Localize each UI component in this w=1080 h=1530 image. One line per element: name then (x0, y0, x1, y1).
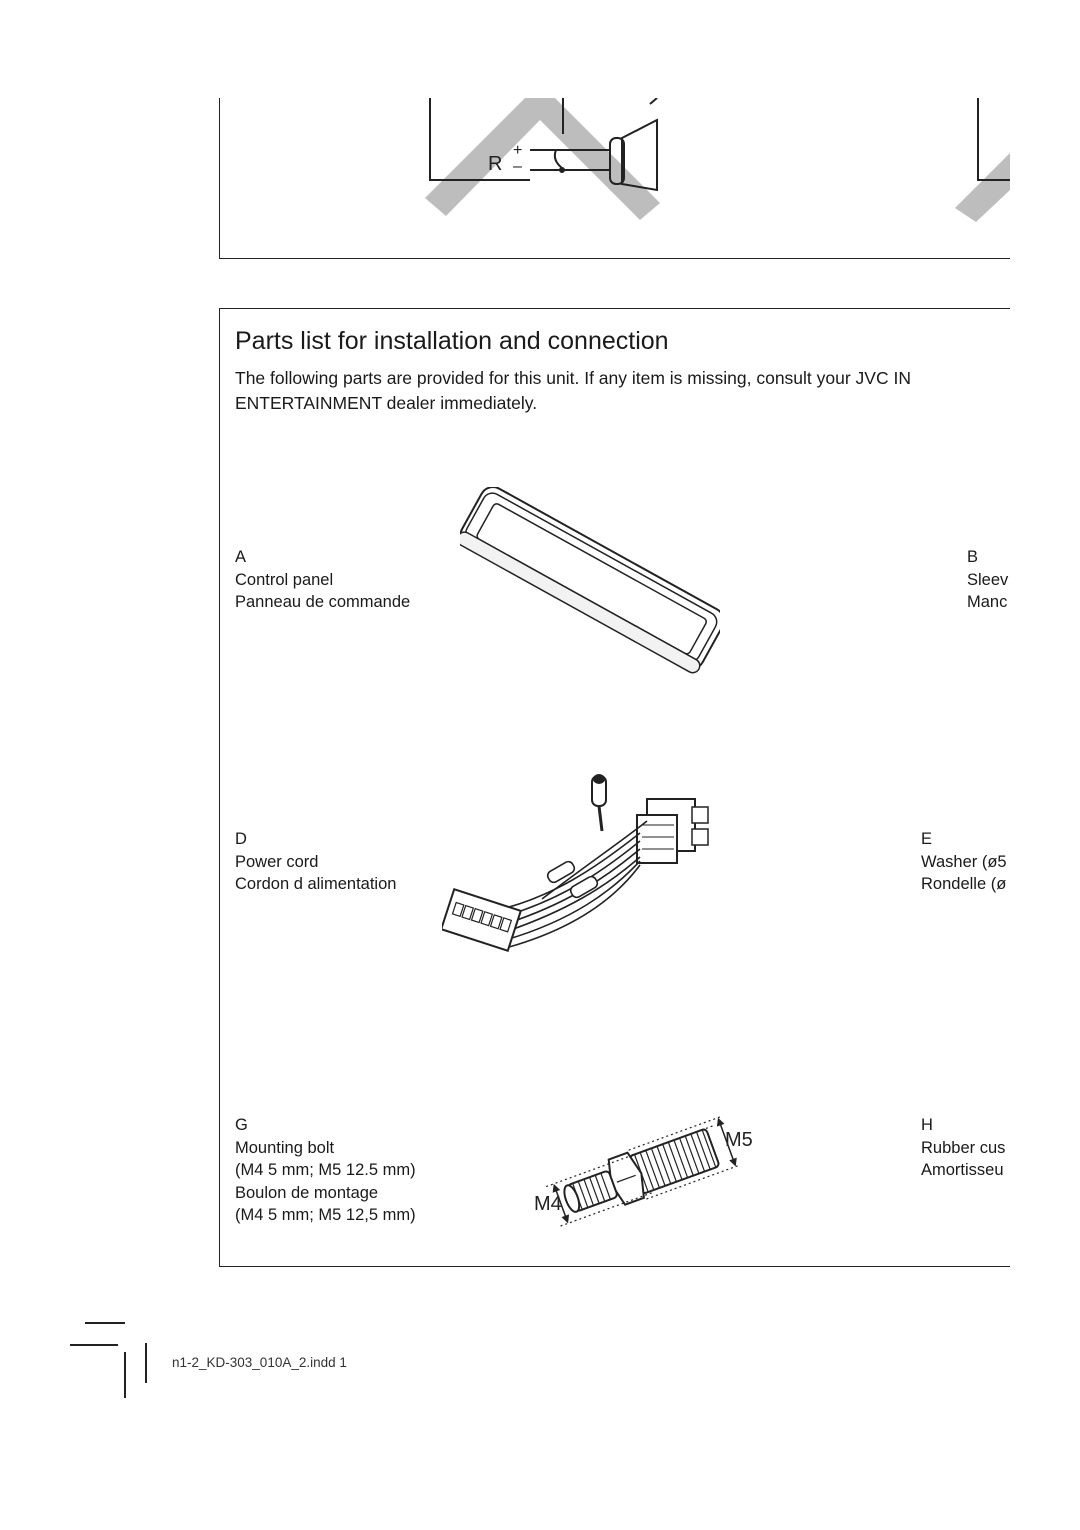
crop-mark-v2 (145, 1343, 147, 1383)
part-spec-fr: (M4 5 mm; M5 12,5 mm) (235, 1206, 416, 1224)
crop-mark-h1 (85, 1322, 125, 1324)
wiring-diagram (425, 98, 1010, 222)
part-item-h: H Rubber cus Amortisseu (921, 1114, 1005, 1182)
intro-line-1: The following parts are provided for thi… (235, 368, 911, 388)
part-name-en: Rubber cus (921, 1138, 1006, 1157)
part-name-fr: Amortisseu (921, 1161, 1004, 1179)
minus-sign: – (513, 158, 522, 175)
mounting-bolt-illustration (545, 1115, 741, 1227)
part-name-en: Control panel (235, 570, 334, 589)
part-name-fr: Boulon de montage (235, 1183, 379, 1202)
wiring-diagram-box: R + – (219, 98, 1010, 259)
part-letter: E (921, 830, 933, 848)
page-title: Parts list for installation and connecti… (235, 327, 669, 355)
part-letter: D (235, 830, 247, 848)
intro-text: The following parts are provided for thi… (235, 366, 911, 416)
part-name-en: Sleev (967, 570, 1009, 589)
part-name-fr: Panneau de commande (235, 593, 411, 611)
part-spec-en: (M4 5 mm; M5 12.5 mm) (235, 1161, 416, 1179)
part-item-a: A Control panel Panneau de commande (235, 546, 410, 614)
part-letter: B (967, 548, 979, 566)
part-name-fr: Rondelle (ø (921, 875, 1007, 893)
part-letter: G (235, 1116, 248, 1134)
part-item-e: E Washer (ø5 Rondelle (ø (921, 828, 1007, 896)
part-name-fr: Manc (967, 593, 1008, 611)
crop-mark-h2 (70, 1344, 118, 1346)
part-item-d: D Power cord Cordon d alimentation (235, 828, 396, 896)
part-item-b: B Sleev Manc (967, 546, 1008, 614)
crop-mark-v1 (124, 1352, 126, 1398)
plus-sign: + (513, 142, 523, 159)
channel-label: R (488, 153, 503, 175)
intro-line-2: ENTERTAINMENT dealer immediately. (235, 393, 538, 413)
footer-filename: n1-2_KD-303_010A_2.indd 1 (172, 1355, 347, 1370)
parts-list-box: Parts list for installation and connecti… (219, 308, 1010, 1267)
part-letter: A (235, 548, 247, 566)
part-name-en: Power cord (235, 852, 319, 871)
power-cord-illustration (442, 774, 709, 953)
part-letter: H (921, 1116, 933, 1134)
bolt-label-m4: M4 (534, 1193, 562, 1215)
part-name-en: Mounting bolt (235, 1138, 335, 1157)
part-name-fr: Cordon d alimentation (235, 875, 397, 893)
part-item-g: G Mounting bolt (M4 5 mm; M5 12.5 mm) Bo… (235, 1114, 416, 1227)
bolt-label-m5: M5 (725, 1129, 753, 1151)
part-name-en: Washer (ø5 (921, 852, 1007, 871)
control-panel-illustration (460, 487, 720, 674)
